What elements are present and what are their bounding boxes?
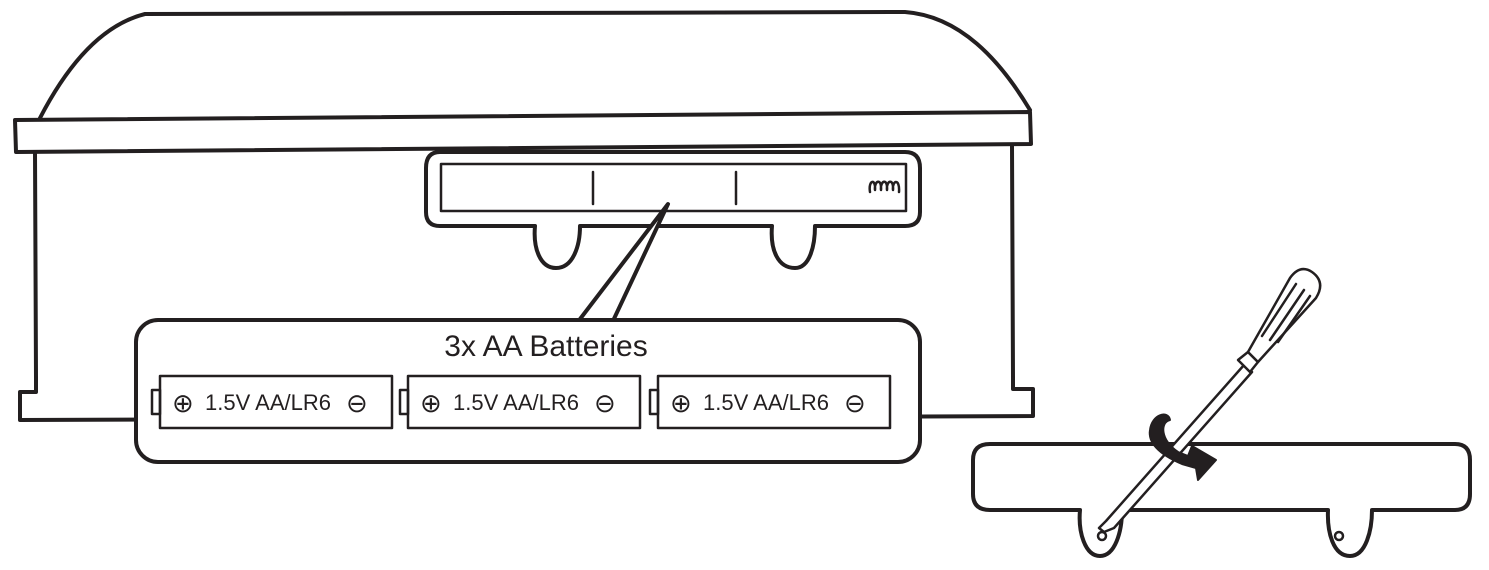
battery-body bbox=[406, 374, 642, 430]
screwdriver-icon bbox=[1097, 267, 1322, 534]
handle-groove bbox=[1268, 288, 1306, 342]
handle-groove bbox=[1260, 282, 1298, 338]
battery-cell: ⊕ 1.5V AA/LR6 ⊖ bbox=[150, 374, 394, 430]
device-lid-rim bbox=[13, 110, 1033, 154]
cover-outline bbox=[971, 442, 1472, 558]
battery-plus-icon: ⊕ bbox=[420, 389, 442, 419]
battery-compartment bbox=[424, 150, 922, 270]
battery-cover bbox=[971, 442, 1472, 558]
battery-body bbox=[656, 374, 892, 430]
device-lid-dome bbox=[38, 10, 1032, 120]
rotate-arrow-icon bbox=[1148, 413, 1217, 481]
battery-plus-icon: ⊕ bbox=[670, 389, 692, 419]
callout-box bbox=[134, 318, 922, 464]
battery-cell: ⊕ 1.5V AA/LR6 ⊖ bbox=[648, 374, 892, 430]
battery-label: 1.5V AA/LR6 bbox=[453, 390, 579, 415]
battery-body bbox=[158, 374, 394, 430]
battery-minus-icon: ⊖ bbox=[594, 389, 616, 419]
battery-minus-icon: ⊖ bbox=[346, 389, 368, 419]
screwdriver-shaft bbox=[1097, 363, 1254, 534]
callout-title: 3x AA Batteries bbox=[444, 330, 647, 363]
compartment-slot bbox=[439, 162, 908, 213]
rotate-arrow-band bbox=[1148, 413, 1217, 481]
battery-minus-icon: ⊖ bbox=[844, 389, 866, 419]
battery-label: 1.5V AA/LR6 bbox=[205, 390, 331, 415]
cover-screw-hole-right bbox=[1333, 530, 1345, 542]
spring-contact-icon bbox=[868, 180, 901, 194]
battery-cell: ⊕ 1.5V AA/LR6 ⊖ bbox=[398, 374, 642, 430]
battery-callout: 3x AA Batteries ⊕ 1.5V AA/LR6 ⊖ ⊕ 1.5V A… bbox=[134, 318, 922, 464]
battery-label: 1.5V AA/LR6 bbox=[703, 390, 829, 415]
screwdriver-handle bbox=[1246, 267, 1322, 364]
battery-plus-icon: ⊕ bbox=[172, 389, 194, 419]
device-body bbox=[33, 144, 1015, 380]
handle-groove bbox=[1276, 294, 1312, 344]
